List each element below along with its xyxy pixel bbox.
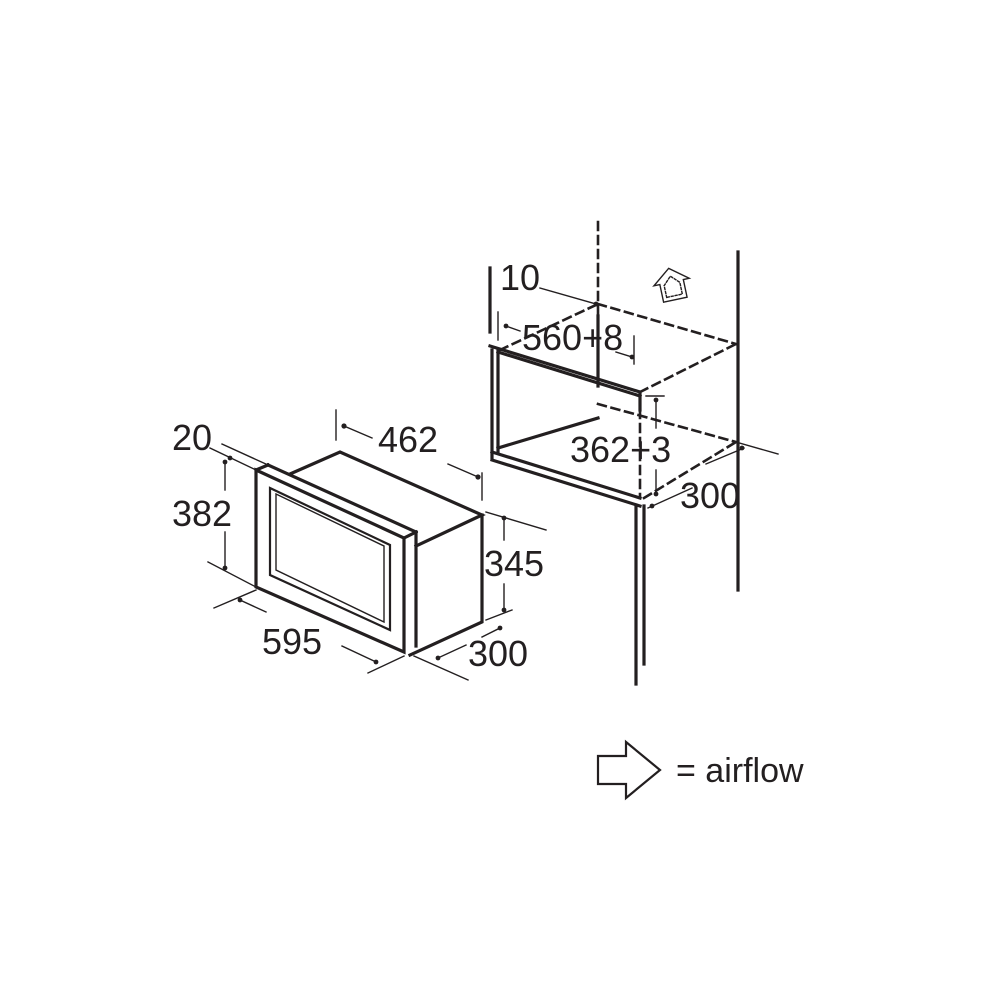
dim-niche-width-label: 560+8 (522, 317, 623, 358)
dim-20-line-front (209, 447, 257, 471)
dim-595-line-right (341, 645, 377, 663)
dim-300n-line-right (705, 447, 745, 465)
niche-shelf-front-edge-lower (489, 457, 643, 509)
dim-382-ext-bottom (207, 561, 257, 588)
dim-345-dot-top (501, 515, 507, 521)
dim-20-dot (227, 455, 233, 461)
dim-595-ext-left (213, 589, 257, 609)
appliance-dimension-lines (207, 409, 547, 681)
dim-body-height-label: 345 (484, 543, 544, 584)
airflow-up-arrow-icon (652, 267, 692, 303)
niche-dashed-top-left (498, 302, 600, 352)
niche-shelf-front-edge (489, 449, 643, 501)
dim-560-line-right (615, 351, 633, 358)
dim-345-ext-bottom (485, 609, 513, 621)
dim-300-dot-right (497, 625, 503, 631)
niche-top-front-edge (488, 344, 642, 394)
dim-300n-line-left (647, 487, 693, 509)
niche-dashed-top-back (596, 302, 738, 346)
dim-595-line-left (239, 599, 267, 613)
dim-462-dot-right (475, 474, 481, 480)
niche-dimension-lines (497, 287, 745, 509)
appliance-door-window-inner (275, 492, 385, 624)
dim-300n-dot-right (739, 445, 745, 451)
dim-462-line-left (343, 425, 373, 439)
dim-10-dot (593, 301, 599, 307)
dim-362-dot-top (653, 397, 659, 403)
dim-300-line-left (437, 644, 467, 659)
dim-depth-label: 300 (468, 633, 528, 674)
dim-clearance-label: 10 (500, 257, 540, 298)
niche-dashed-top-right (638, 342, 738, 394)
dim-300-dot-left (435, 655, 441, 661)
niche-dashed-bottom-right (642, 440, 738, 500)
appliance-door-window (268, 486, 392, 632)
dim-body-depth-label: 462 (378, 419, 438, 460)
niche-shelf-back-left (496, 416, 600, 450)
dim-300-line-right (481, 627, 501, 638)
dim-382-dot-top (222, 459, 228, 465)
dim-595-dot-left (237, 597, 243, 603)
dim-560-dot-right (629, 354, 635, 360)
dim-462-dot-left (341, 423, 347, 429)
dim-345-ext-top (485, 511, 547, 531)
appliance-body-top (287, 450, 486, 549)
legend: = airflow (596, 739, 804, 801)
legend-label: = airflow (676, 752, 804, 790)
outline-arrow-icon (596, 739, 662, 801)
dim-10-line (539, 287, 597, 305)
appliance-front-frame (254, 467, 406, 655)
dim-20-line-back (221, 443, 269, 466)
frame-top-back-edge (265, 462, 419, 535)
dim-560-dot-left (503, 323, 509, 329)
dim-595-dot-right (373, 659, 379, 665)
dim-345-dot-bottom (501, 607, 507, 613)
niche-top-front-edge-inner (495, 349, 643, 399)
dim-niche-depth-label: 300 (680, 475, 740, 516)
appliance-drawing (253, 450, 486, 658)
dim-width-label: 595 (262, 621, 322, 662)
dim-560-line-left (505, 325, 521, 332)
dim-frame-depth-label: 20 (172, 417, 212, 458)
niche-floor-ext (735, 441, 779, 455)
dim-462-line-right (447, 463, 479, 478)
dim-362-dot-bottom (653, 491, 659, 497)
niche-drawing (488, 220, 779, 686)
dim-300-ext (413, 655, 469, 681)
dim-height-label: 382 (172, 493, 232, 534)
dim-300n-dot-left (649, 503, 655, 509)
appliance-body-side (407, 513, 484, 658)
dim-382-dot-bottom (222, 565, 228, 571)
dim-niche-height-label: 362+3 (570, 429, 671, 470)
frame-top-right-edge (401, 529, 419, 541)
dim-595-ext-right (367, 655, 405, 674)
niche-dashed-bottom-back (596, 402, 738, 444)
